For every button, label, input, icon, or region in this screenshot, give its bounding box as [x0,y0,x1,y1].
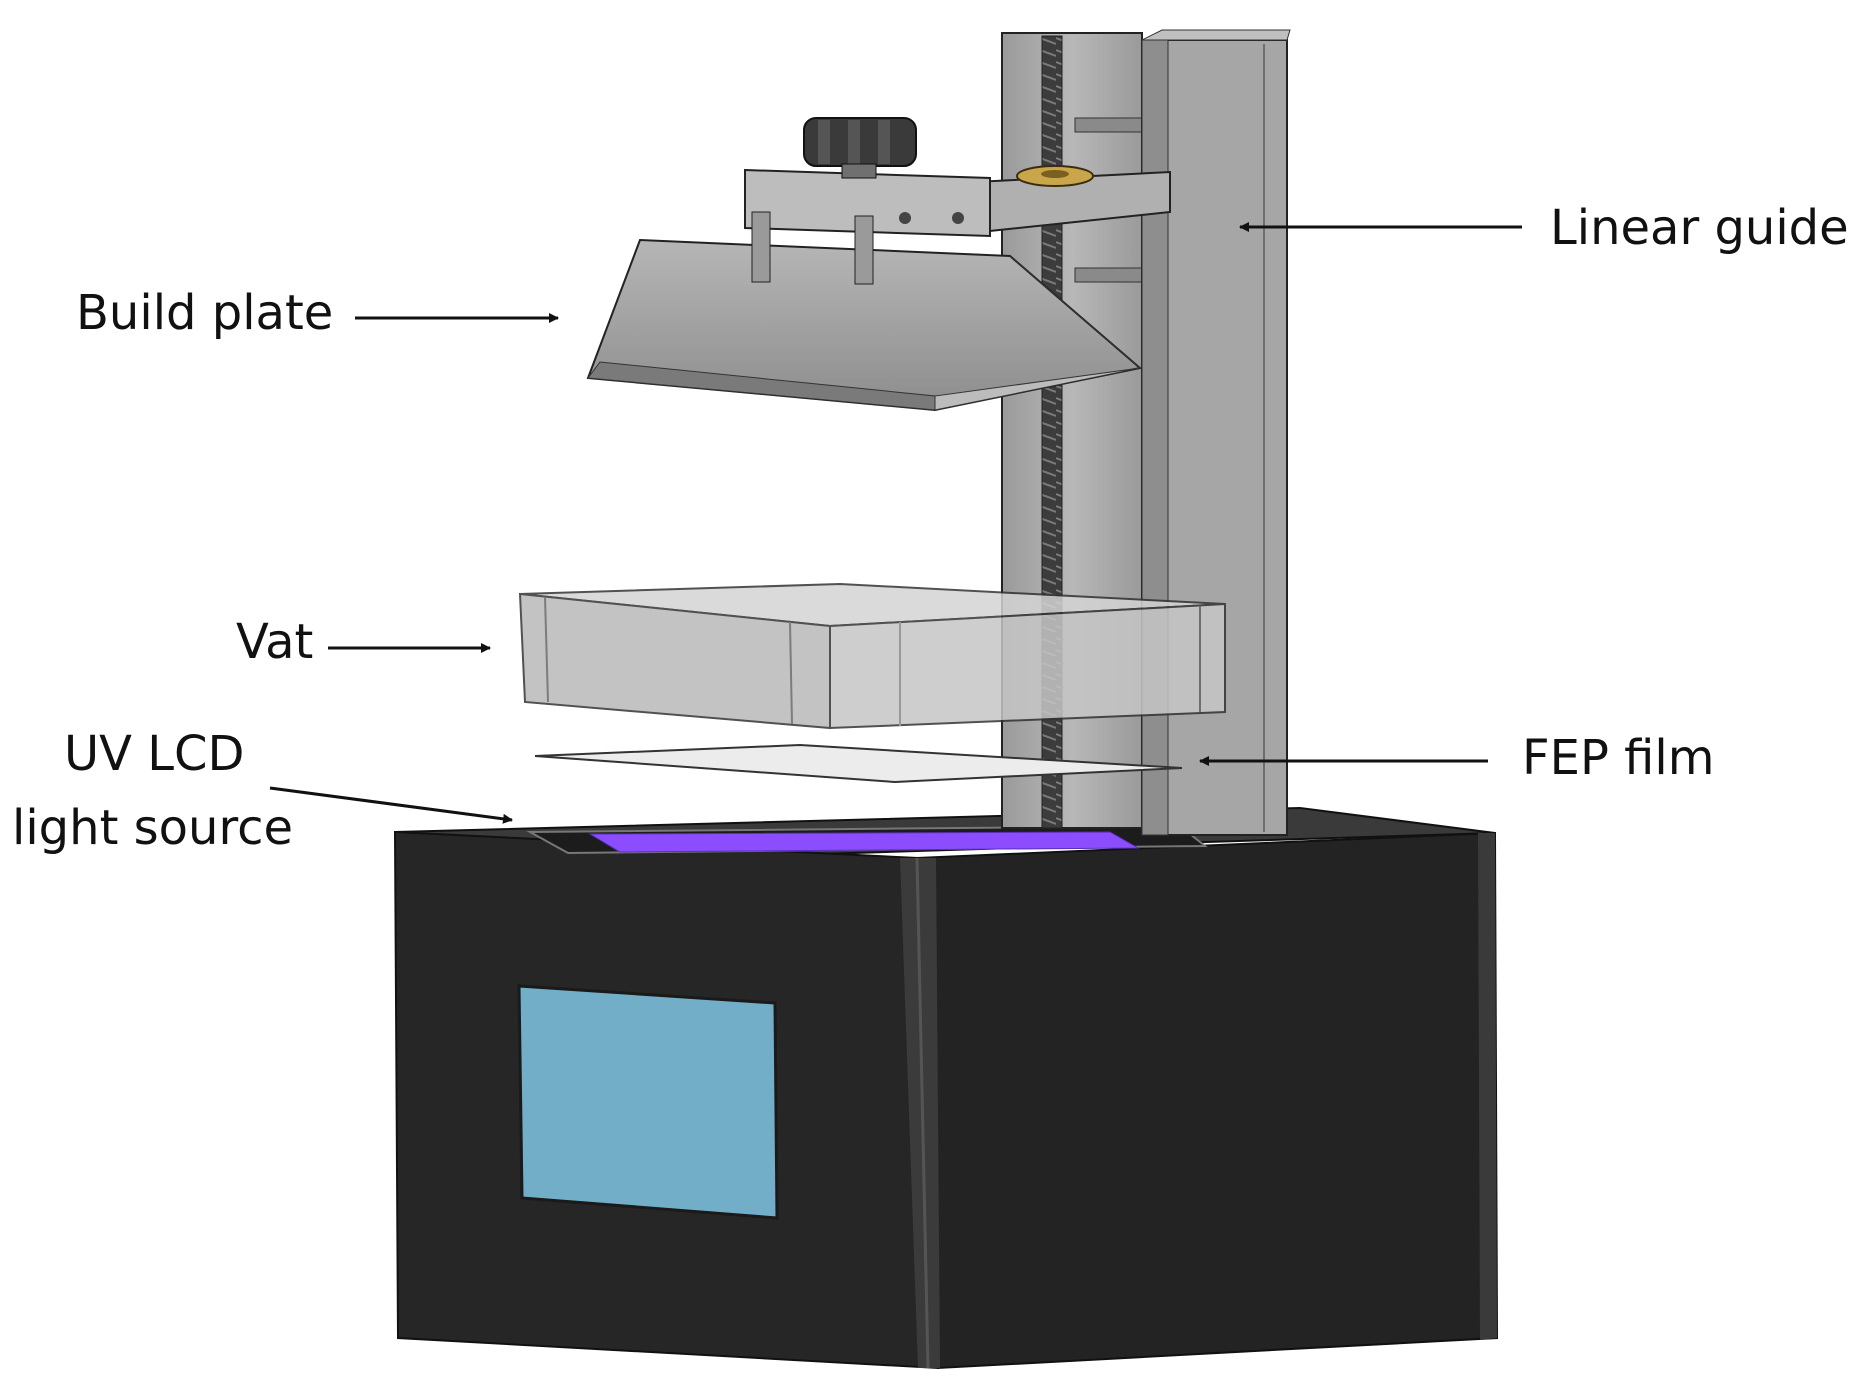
build-plate-assembly [586,117,1171,412]
fep-film [534,743,1183,784]
thumb-knob [803,117,917,179]
plate-clamp [744,168,991,238]
printer-base [393,806,1499,1370]
uv-lcd-arrow [269,786,513,824]
base-right-face [915,831,1499,1370]
vat [518,582,1226,730]
label-fep-film: FEP film [1522,730,1715,786]
leader-lines [269,222,1522,824]
label-linear-guide: Linear guide [1550,200,1849,256]
label-light-source: light source [12,800,294,856]
uv-lcd-panel [588,831,1140,853]
label-vat: Vat [236,614,314,670]
vat-right-face [829,602,1226,730]
display-screen [517,984,779,1220]
label-uv-lcd: UV LCD [64,726,245,782]
base-corner-edge [900,858,940,1368]
label-build-plate: Build plate [76,285,334,341]
